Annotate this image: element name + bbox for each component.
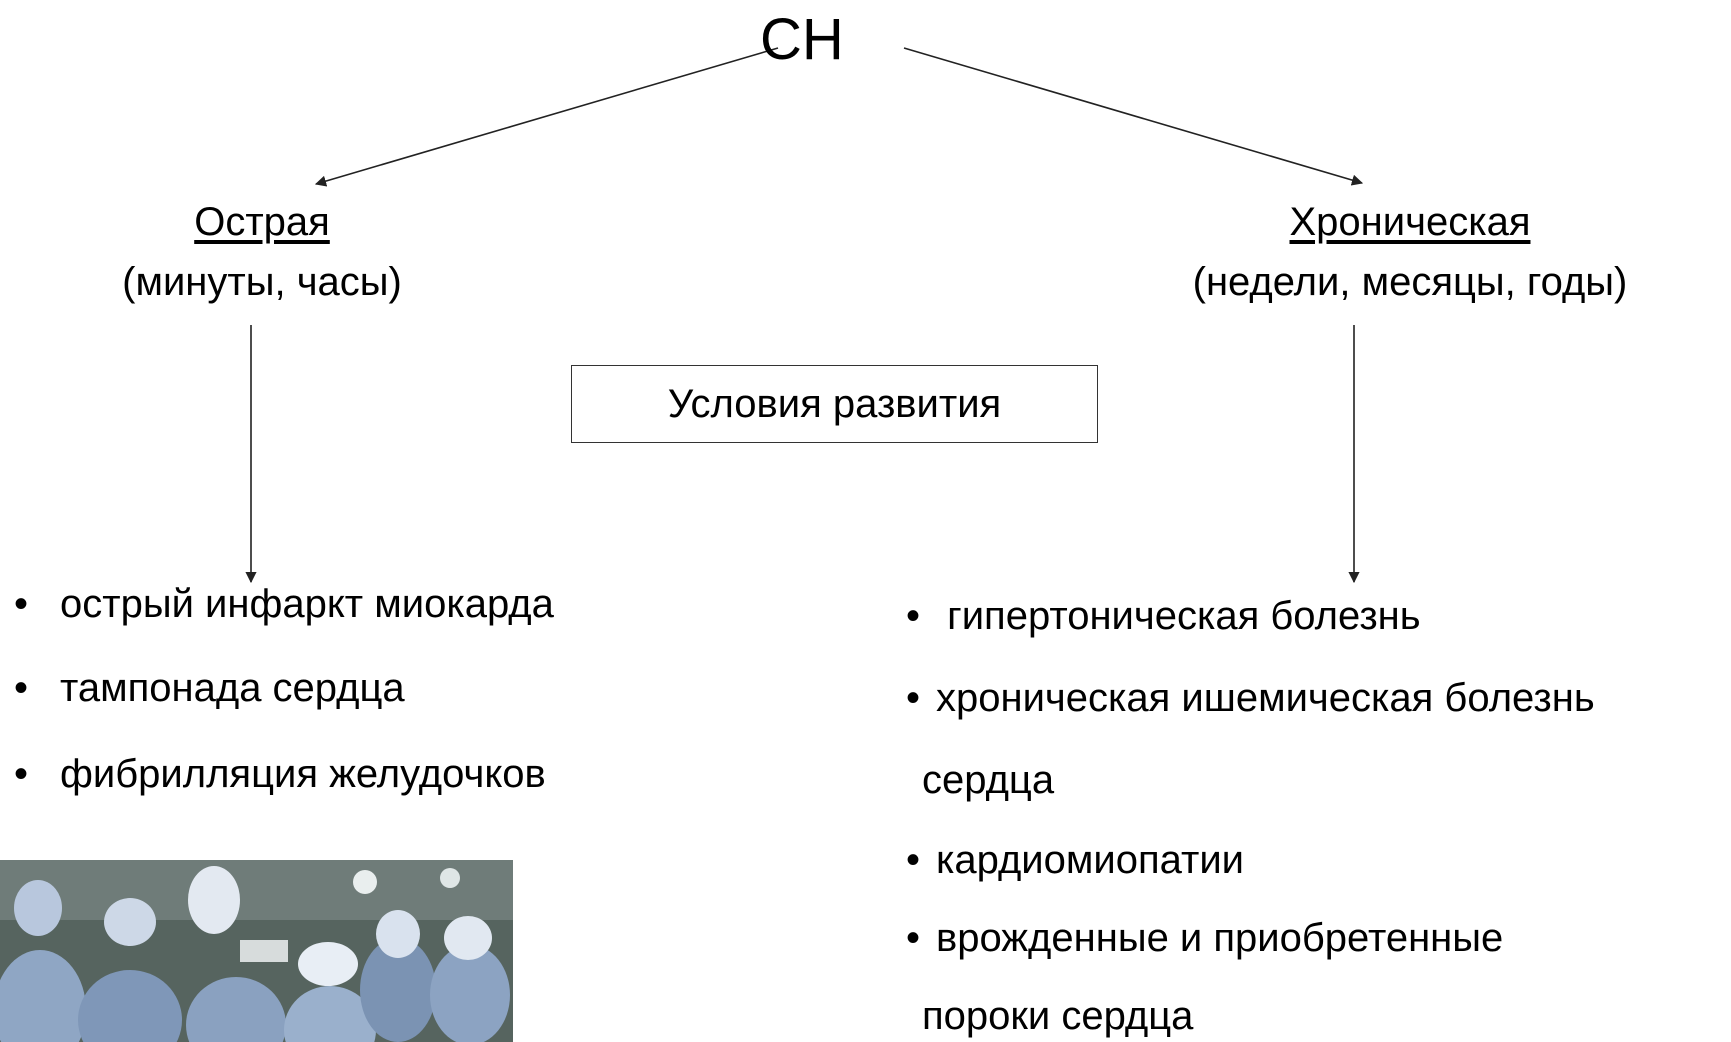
arrow-root-to-chronic [903, 47, 1364, 186]
chronic-list-item-continuation: сердца [922, 758, 1055, 802]
bullet-icon: • [906, 594, 921, 638]
development-conditions-label: Условия развития [667, 381, 1002, 426]
bullet-icon: • [906, 838, 921, 882]
bullet-icon: • [14, 582, 29, 626]
acute-branch-subtitle: (минуты, часы) [122, 260, 402, 304]
chronic-branch-subtitle: (недели, месяцы, годы) [1192, 260, 1628, 304]
arrow-root-to-acute [314, 47, 779, 187]
bullet-icon: • [906, 916, 921, 960]
acute-list-item: •фибрилляция желудочков [14, 752, 546, 796]
bullet-icon: • [906, 676, 921, 720]
chronic-list-item: • гипертоническая болезнь [906, 594, 1421, 638]
chronic-branch-title: Хроническая [1289, 200, 1531, 244]
chronic-list-item: •врожденные и приобретенные [906, 916, 1504, 960]
acute-list-item: •тампонада сердца [14, 666, 405, 710]
acute-branch-title: Острая [194, 200, 330, 244]
bullet-icon: • [14, 666, 29, 710]
development-conditions-box: Условия развития [571, 365, 1098, 443]
chronic-list-item: •кардиомиопатии [906, 838, 1245, 882]
chronic-list-item: •хроническая ишемическая болезнь [906, 676, 1595, 720]
chronic-list-item-continuation: пороки сердца [922, 994, 1194, 1038]
root-node-label: СН [760, 7, 844, 72]
acute-list-item: •острый инфаркт миокарда [14, 582, 554, 626]
bullet-icon: • [14, 752, 29, 796]
surgical-team-photo [0, 860, 513, 1042]
